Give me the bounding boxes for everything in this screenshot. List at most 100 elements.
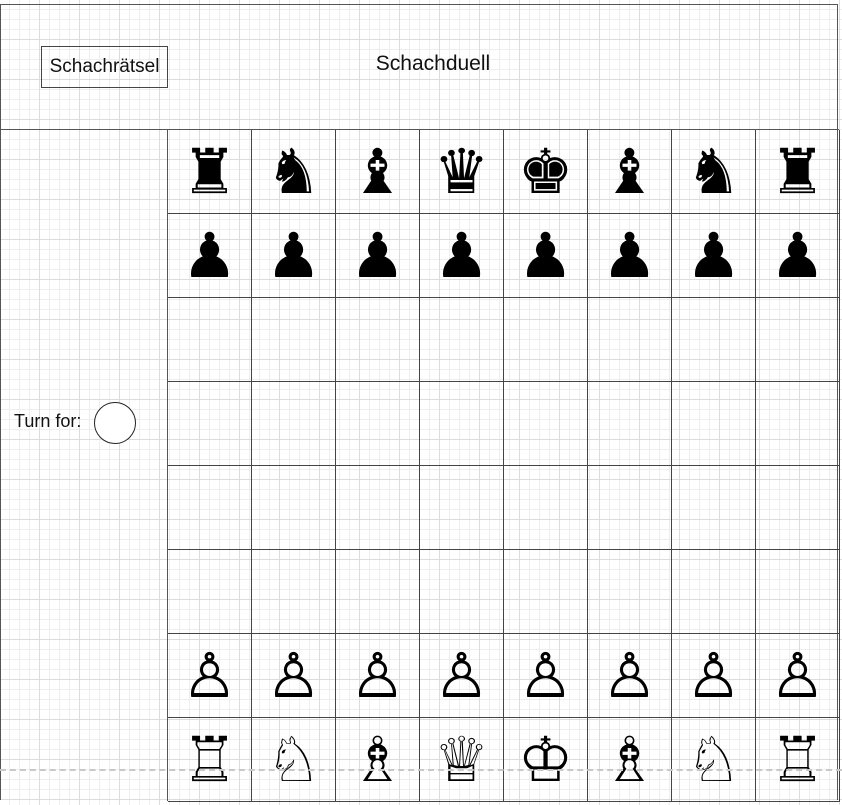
square-b3[interactable] — [252, 550, 336, 634]
chess-piece-icon[interactable]: ♖ — [769, 722, 826, 796]
turn-indicator — [94, 402, 136, 444]
square-h7[interactable]: ♟ — [756, 214, 840, 298]
square-f5[interactable] — [588, 382, 672, 466]
square-c4[interactable] — [336, 466, 420, 550]
square-f8[interactable]: ♝ — [588, 130, 672, 214]
chess-piece-icon[interactable]: ♟ — [601, 218, 658, 292]
chess-piece-icon[interactable]: ♙ — [433, 638, 490, 712]
chess-piece-icon[interactable]: ♟ — [433, 218, 490, 292]
chess-piece-icon[interactable]: ♛ — [433, 134, 490, 208]
square-e6[interactable] — [504, 298, 588, 382]
chess-piece-icon[interactable]: ♟ — [685, 218, 742, 292]
square-d4[interactable] — [420, 466, 504, 550]
square-e4[interactable] — [504, 466, 588, 550]
square-b4[interactable] — [252, 466, 336, 550]
square-e8[interactable]: ♚ — [504, 130, 588, 214]
square-c6[interactable] — [336, 298, 420, 382]
chess-piece-icon[interactable]: ♙ — [265, 638, 322, 712]
square-h3[interactable] — [756, 550, 840, 634]
square-a8[interactable]: ♜ — [168, 130, 252, 214]
chess-piece-icon[interactable]: ♝ — [349, 134, 406, 208]
chess-piece-icon[interactable]: ♙ — [349, 638, 406, 712]
square-h6[interactable] — [756, 298, 840, 382]
chess-piece-icon[interactable]: ♞ — [685, 134, 742, 208]
square-d2[interactable]: ♙ — [420, 634, 504, 718]
chess-piece-icon[interactable]: ♟ — [265, 218, 322, 292]
square-c3[interactable] — [336, 550, 420, 634]
chess-piece-icon[interactable]: ♙ — [601, 638, 658, 712]
chess-piece-icon[interactable]: ♗ — [349, 722, 406, 796]
square-f3[interactable] — [588, 550, 672, 634]
chess-piece-icon[interactable]: ♟ — [769, 218, 826, 292]
chess-piece-icon[interactable]: ♚ — [517, 134, 574, 208]
chess-piece-icon[interactable]: ♘ — [685, 722, 742, 796]
square-a4[interactable] — [168, 466, 252, 550]
square-a1[interactable]: ♖ — [168, 718, 252, 802]
square-c5[interactable] — [336, 382, 420, 466]
chess-piece-icon[interactable]: ♖ — [181, 722, 238, 796]
square-h5[interactable] — [756, 382, 840, 466]
square-b2[interactable]: ♙ — [252, 634, 336, 718]
square-d1[interactable]: ♕ — [420, 718, 504, 802]
square-b7[interactable]: ♟ — [252, 214, 336, 298]
square-a7[interactable]: ♟ — [168, 214, 252, 298]
chess-piece-icon[interactable]: ♟ — [517, 218, 574, 292]
square-e1[interactable]: ♔ — [504, 718, 588, 802]
square-f4[interactable] — [588, 466, 672, 550]
square-h4[interactable] — [756, 466, 840, 550]
square-d6[interactable] — [420, 298, 504, 382]
square-a2[interactable]: ♙ — [168, 634, 252, 718]
chess-piece-icon[interactable]: ♘ — [265, 722, 322, 796]
app-frame — [0, 4, 838, 800]
square-g3[interactable] — [672, 550, 756, 634]
square-a6[interactable] — [168, 298, 252, 382]
square-g4[interactable] — [672, 466, 756, 550]
square-d5[interactable] — [420, 382, 504, 466]
square-h8[interactable]: ♜ — [756, 130, 840, 214]
square-g8[interactable]: ♞ — [672, 130, 756, 214]
square-a5[interactable] — [168, 382, 252, 466]
square-e3[interactable] — [504, 550, 588, 634]
square-g6[interactable] — [672, 298, 756, 382]
chess-piece-icon[interactable]: ♜ — [769, 134, 826, 208]
square-b6[interactable] — [252, 298, 336, 382]
square-b1[interactable]: ♘ — [252, 718, 336, 802]
chess-piece-icon[interactable]: ♙ — [517, 638, 574, 712]
square-d7[interactable]: ♟ — [420, 214, 504, 298]
square-f1[interactable]: ♗ — [588, 718, 672, 802]
chess-piece-icon[interactable]: ♕ — [433, 722, 490, 796]
chess-piece-icon[interactable]: ♟ — [181, 218, 238, 292]
square-c2[interactable]: ♙ — [336, 634, 420, 718]
square-f2[interactable]: ♙ — [588, 634, 672, 718]
chess-piece-icon[interactable]: ♜ — [181, 134, 238, 208]
chess-piece-icon[interactable]: ♙ — [769, 638, 826, 712]
chess-piece-icon[interactable]: ♙ — [181, 638, 238, 712]
chess-piece-icon[interactable]: ♞ — [265, 134, 322, 208]
puzzle-button[interactable]: Schachrätsel — [41, 46, 168, 88]
square-d3[interactable] — [420, 550, 504, 634]
square-c8[interactable]: ♝ — [336, 130, 420, 214]
square-f6[interactable] — [588, 298, 672, 382]
square-g5[interactable] — [672, 382, 756, 466]
square-g1[interactable]: ♘ — [672, 718, 756, 802]
chess-piece-icon[interactable]: ♗ — [601, 722, 658, 796]
chess-piece-icon[interactable]: ♟ — [349, 218, 406, 292]
square-c1[interactable]: ♗ — [336, 718, 420, 802]
chess-piece-icon[interactable]: ♙ — [685, 638, 742, 712]
square-e7[interactable]: ♟ — [504, 214, 588, 298]
square-e2[interactable]: ♙ — [504, 634, 588, 718]
square-g7[interactable]: ♟ — [672, 214, 756, 298]
chess-board: ♜ ♞ ♝ ♛ ♚ ♝ ♞ ♜ ♟ ♟ ♟ ♟ ♟ ♟ ♟ ♟ ♙ ♙ ♙ ♙ ♙ ♙ ♙ ♙ ♖ ♘ ♗ ♕ ♔ ♗ ♘ ♖ — [167, 129, 840, 802]
square-f7[interactable]: ♟ — [588, 214, 672, 298]
square-b5[interactable] — [252, 382, 336, 466]
square-b8[interactable]: ♞ — [252, 130, 336, 214]
square-h2[interactable]: ♙ — [756, 634, 840, 718]
square-e5[interactable] — [504, 382, 588, 466]
square-a3[interactable] — [168, 550, 252, 634]
chess-piece-icon[interactable]: ♝ — [601, 134, 658, 208]
square-g2[interactable]: ♙ — [672, 634, 756, 718]
square-h1[interactable]: ♖ — [756, 718, 840, 802]
chess-piece-icon[interactable]: ♔ — [517, 722, 574, 796]
square-c7[interactable]: ♟ — [336, 214, 420, 298]
square-d8[interactable]: ♛ — [420, 130, 504, 214]
